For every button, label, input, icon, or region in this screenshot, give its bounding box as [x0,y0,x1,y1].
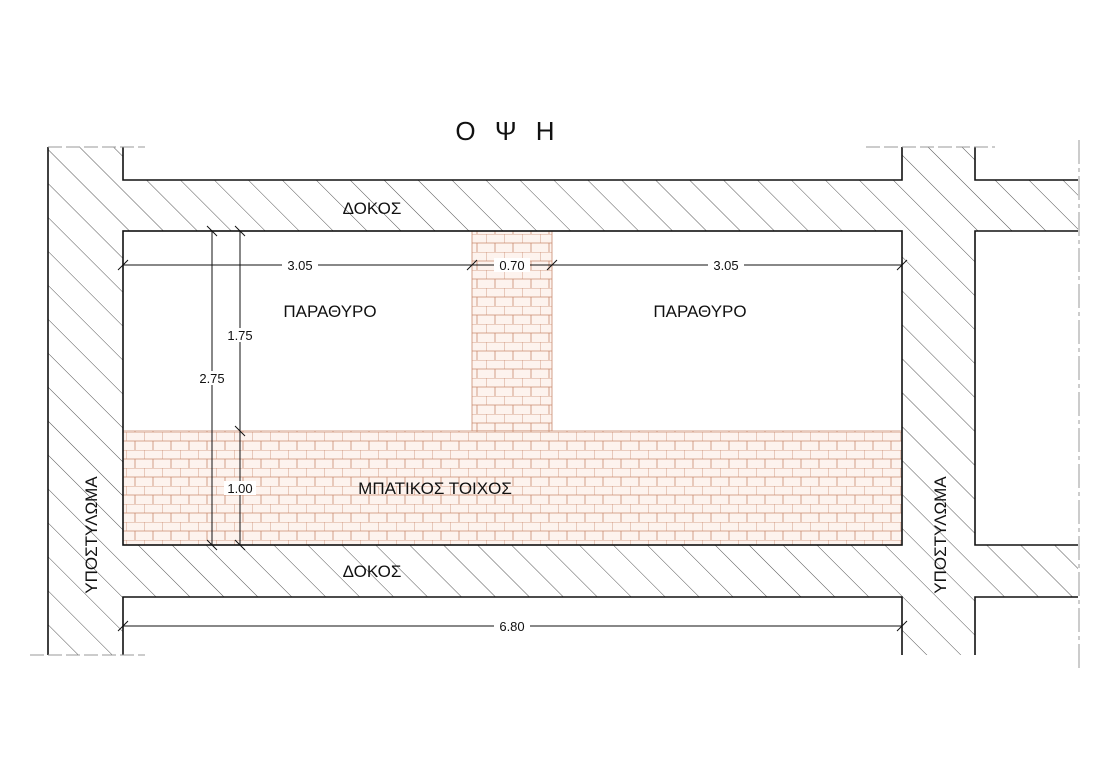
beam-bottom-label: ΔΟΚΟΣ [343,562,402,581]
parapet-wall-label: ΜΠΑΤΙΚΟΣ ΤΟΙΧΟΣ [358,479,512,498]
window-right-label: ΠΑΡΑΘΥΡΟ [653,302,746,321]
dim-window-height: 1.75 [227,328,252,343]
beam-top-label: ΔΟΚΟΣ [343,199,402,218]
dim-total-width: 6.80 [499,619,524,634]
dim-pier-width: 0.70 [499,258,524,273]
column-right-label: ΥΠΟΣΤΥΛΩΜΑ [931,476,950,594]
window-left-label: ΠΑΡΑΘΥΡΟ [283,302,376,321]
dim-total-height: 2.75 [199,371,224,386]
dim-window-left-width: 3.05 [287,258,312,273]
drawing-title: Ο Ψ Η [455,116,560,146]
dimension-texts: 3.05 0.70 3.05 2.75 1.75 1.00 6.80 [196,258,744,634]
dim-parapet-height: 1.00 [227,481,252,496]
dim-window-right-width: 3.05 [713,258,738,273]
column-left-label: ΥΠΟΣΤΥΛΩΜΑ [82,476,101,594]
concrete-frame [48,147,1078,655]
